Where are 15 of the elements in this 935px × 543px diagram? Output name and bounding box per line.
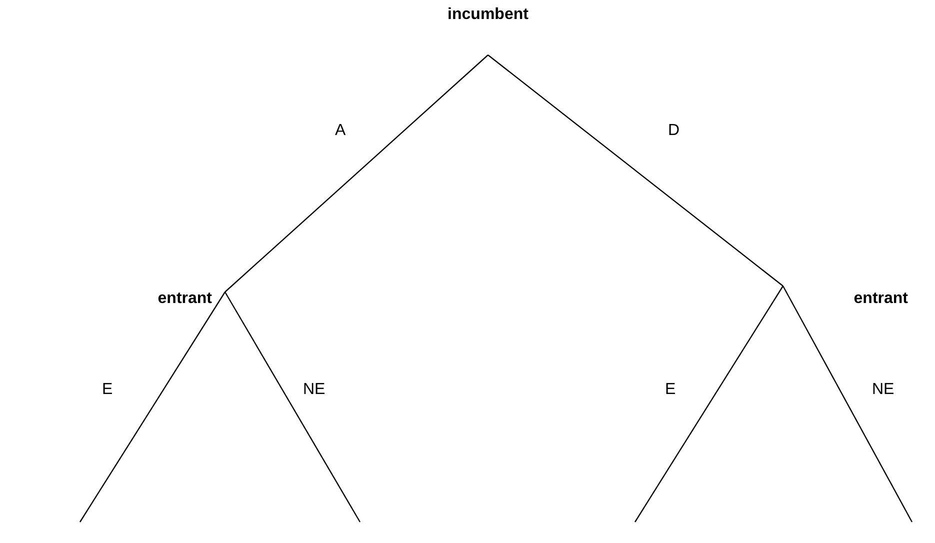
edge-label: A [335, 122, 346, 140]
edge-label: E [665, 381, 676, 399]
branch-line [224, 292, 361, 522]
branch-line [488, 54, 784, 286]
edge-label: E [102, 381, 113, 399]
branch-line [80, 292, 226, 522]
branch-line [782, 286, 913, 522]
player-label: entrant [62, 290, 212, 312]
branch-line [634, 286, 784, 522]
edge-label: D [668, 122, 680, 140]
edge-label: NE [872, 381, 894, 399]
player-label: entrant [783, 290, 908, 312]
branch-line [224, 54, 488, 292]
player-label: incumbent [430, 6, 546, 55]
edge-label: NE [303, 381, 326, 399]
